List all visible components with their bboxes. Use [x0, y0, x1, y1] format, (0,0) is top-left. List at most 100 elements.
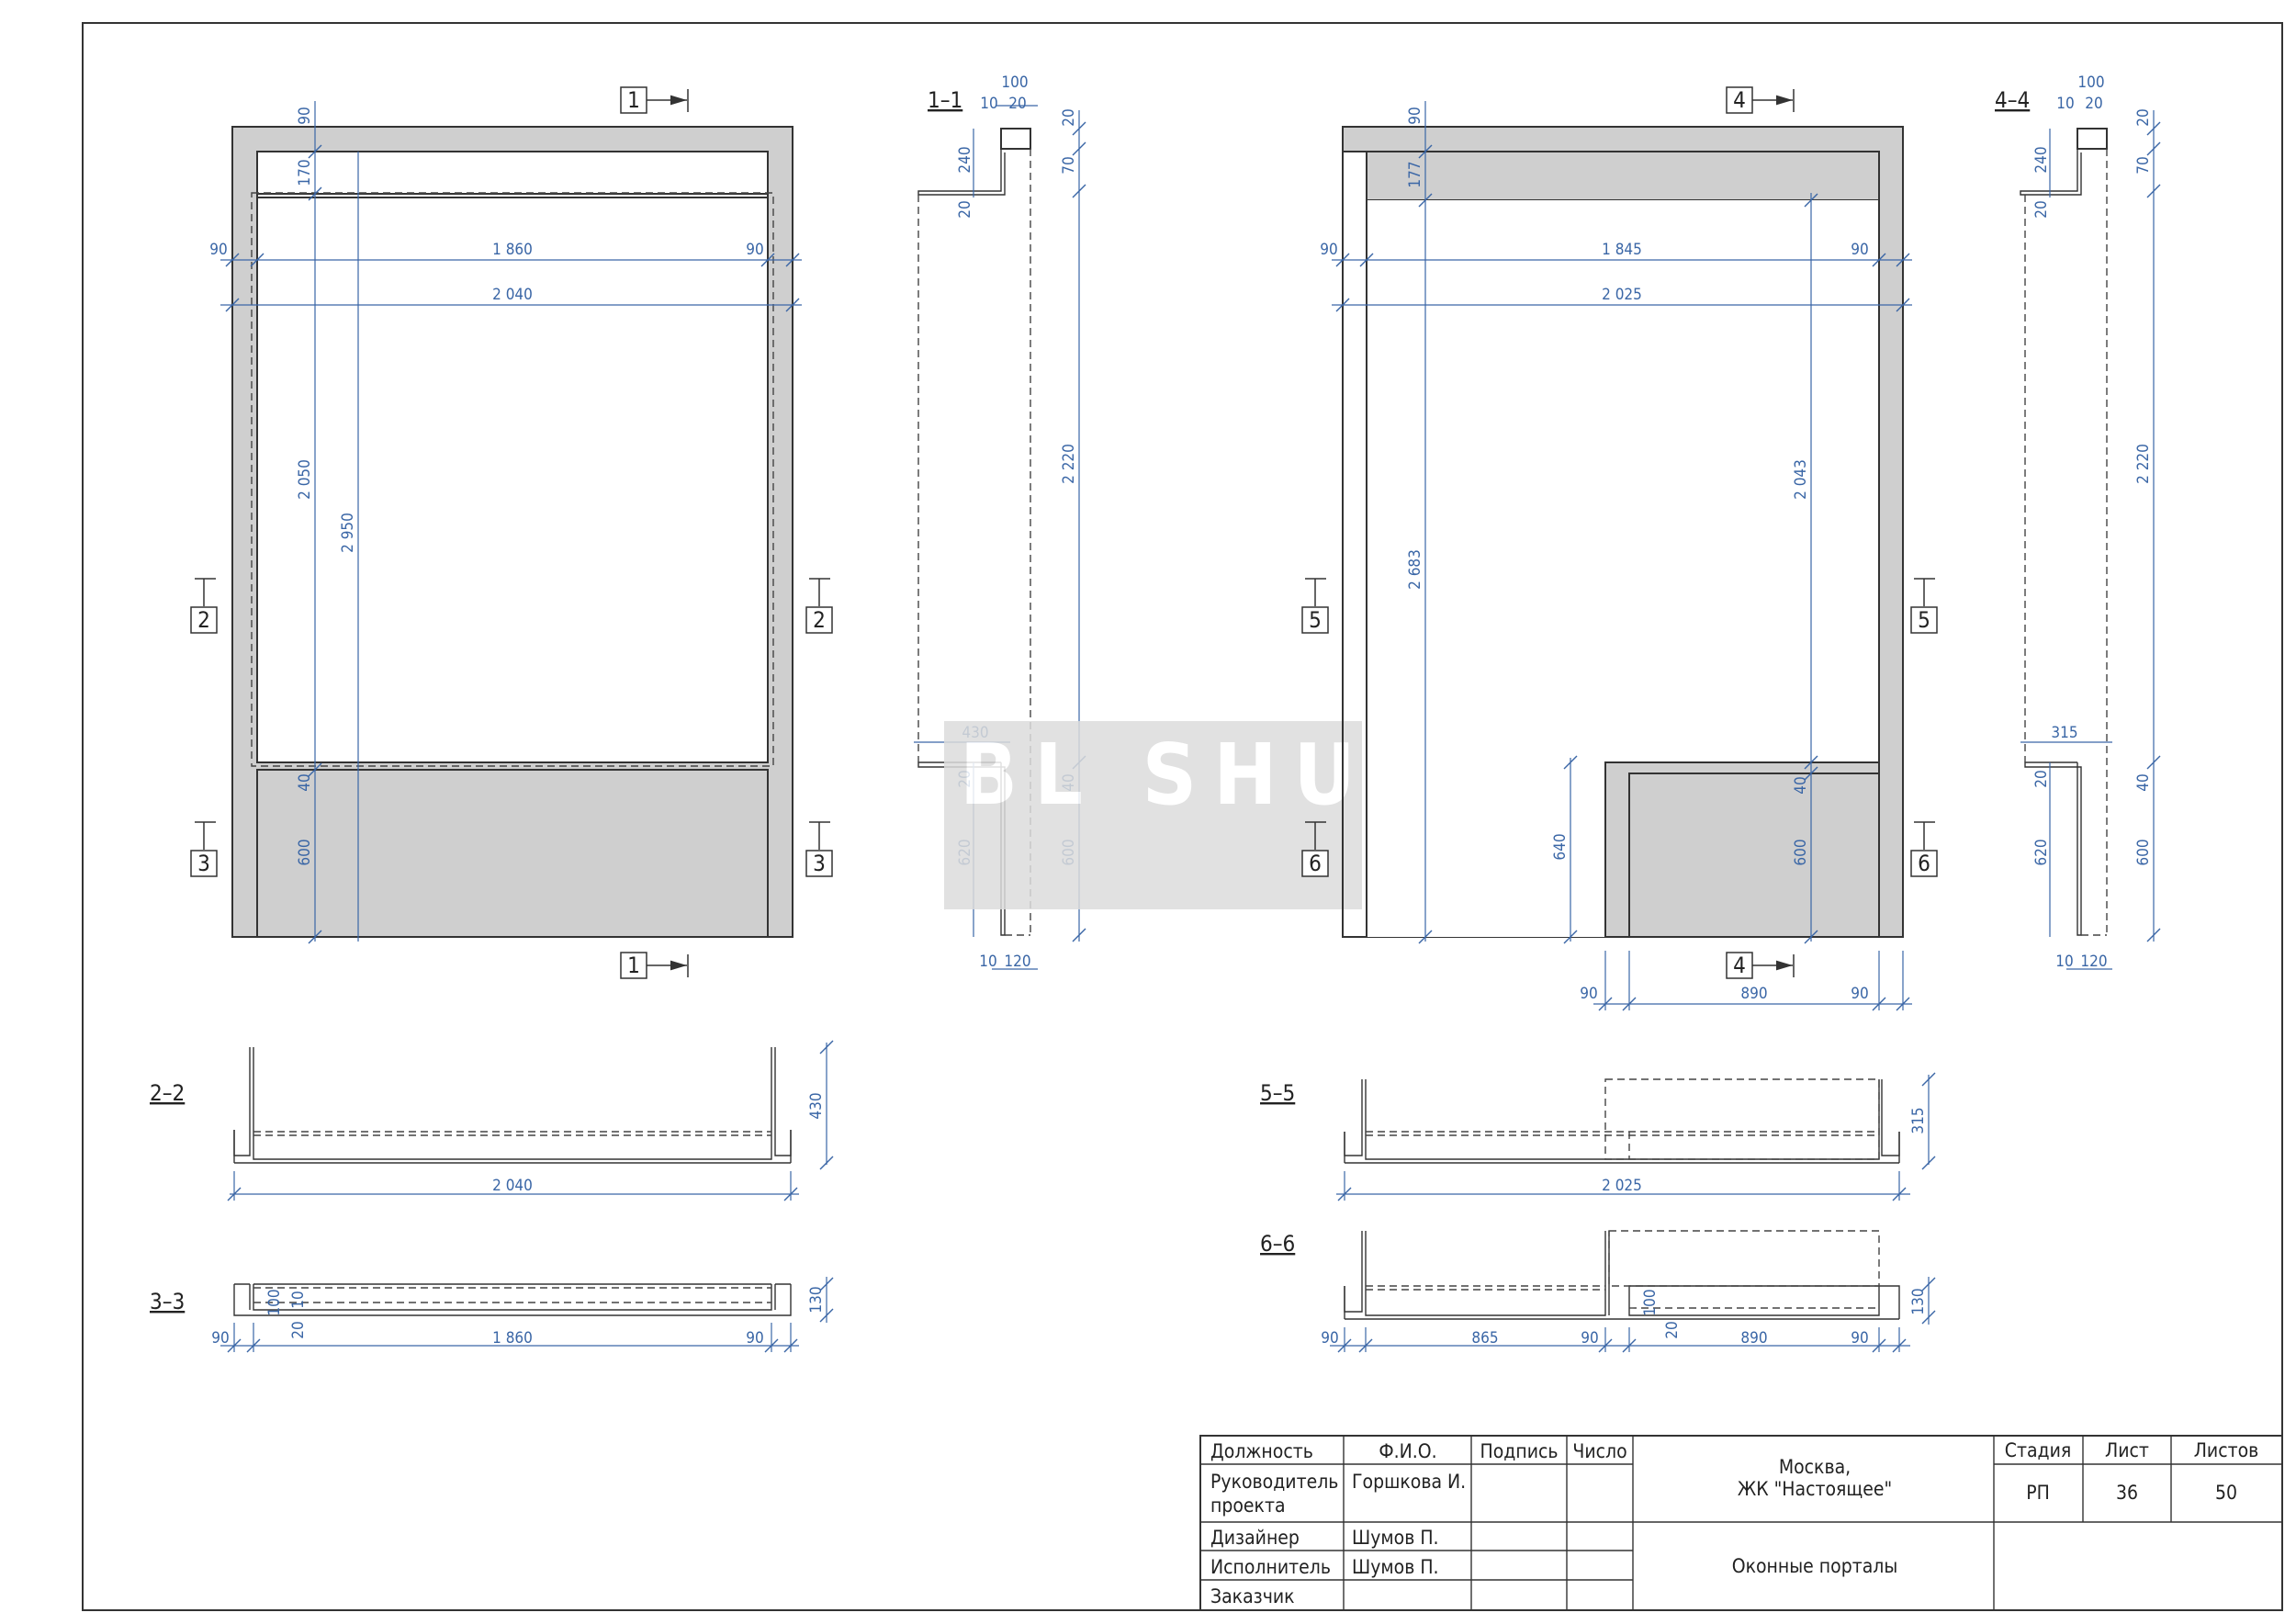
dim-1860: 1 860 — [492, 241, 533, 259]
tb-sheet-title: Оконные порталы — [1732, 1555, 1898, 1577]
tb-role: проекта — [1210, 1494, 1286, 1517]
dim-600: 600 — [296, 839, 314, 865]
dim-865: 865 — [1471, 1329, 1498, 1348]
dim-1845: 1 845 — [1602, 241, 1642, 259]
dim-2220: 2 220 — [1060, 444, 1078, 484]
dim-2043: 2 043 — [1792, 459, 1810, 500]
section-2-2: 2–2 2 040 430 — [150, 1040, 834, 1201]
watermark-text: BL SHU — [960, 726, 1372, 824]
section-mark-6: 6 — [1309, 851, 1322, 876]
tb-sheets-label: Листов — [2194, 1439, 2259, 1461]
tb-role: Исполнитель — [1210, 1556, 1331, 1578]
tb-project-city: Москва, — [1779, 1456, 1851, 1478]
dim-90: 90 — [209, 241, 227, 259]
section-mark-1: 1 — [627, 953, 640, 978]
section-3-3: 3–3 100 10 20 130 90 1 860 90 — [150, 1277, 834, 1353]
dim-120: 120 — [2080, 953, 2107, 971]
dim-2683: 2 683 — [1406, 549, 1424, 590]
section-mark-1: 1 — [627, 87, 640, 113]
portal-b-elevation: 90 177 90 1 845 90 2 025 2 043 2 683 40 … — [1320, 101, 1912, 1011]
tb-stage-label: Стадия — [2005, 1439, 2071, 1461]
section-mark-5: 5 — [1918, 607, 1930, 633]
section-marks-a: 1 1 2 2 3 3 — [190, 86, 833, 979]
dim-130: 130 — [807, 1286, 826, 1313]
tb-stage-value: РП — [2026, 1482, 2050, 1504]
dim-600: 600 — [1792, 839, 1810, 865]
tb-header-name: Ф.И.О. — [1379, 1440, 1436, 1462]
dim-890: 890 — [1740, 1329, 1767, 1348]
section-mark-4: 4 — [1733, 953, 1746, 978]
section-title-1-1: 1–1 — [928, 87, 962, 113]
section-title-5-5: 5–5 — [1260, 1080, 1295, 1106]
section-mark-2: 2 — [813, 607, 826, 633]
dim-640: 640 — [1551, 833, 1570, 860]
dim-20: 20 — [2134, 108, 2153, 126]
dim-10: 10 — [2055, 953, 2073, 971]
dim-315: 315 — [1909, 1107, 1928, 1133]
dim-70: 70 — [2134, 156, 2153, 174]
dim-20: 20 — [2085, 95, 2102, 113]
tb-person: Шумов П. — [1352, 1556, 1439, 1578]
dim-890: 890 — [1740, 985, 1767, 1003]
dim-120: 120 — [1004, 953, 1030, 971]
tb-header-position: Должность — [1210, 1440, 1313, 1462]
dim-40: 40 — [2134, 773, 2153, 791]
dim-2025: 2 025 — [1602, 286, 1642, 304]
dim-90: 90 — [1321, 1329, 1338, 1348]
dim-20: 20 — [956, 200, 974, 218]
dim-90: 90 — [746, 241, 763, 259]
tb-person: Горшкова И. — [1352, 1471, 1466, 1493]
dim-90: 90 — [1851, 1329, 1868, 1348]
section-title-3-3: 3–3 — [150, 1289, 185, 1314]
section-4-4: 4–4 100 10 20 20 240 70 20 2 220 315 20 … — [1995, 73, 2161, 971]
dim-90: 90 — [296, 107, 314, 124]
dim-10: 10 — [289, 1291, 308, 1308]
dim-90: 90 — [1851, 241, 1868, 259]
dim-20: 20 — [2032, 200, 2051, 218]
dim-10: 10 — [2056, 95, 2074, 113]
dim-20: 20 — [2032, 770, 2051, 787]
dim-90: 90 — [1580, 985, 1597, 1003]
section-marks-b: 4 4 5 5 6 6 — [1301, 86, 1938, 979]
portal-a-elevation: 90 170 90 1 860 90 2 040 2 050 2 950 40 … — [209, 101, 802, 944]
tb-project-name: ЖК "Настоящее" — [1738, 1478, 1892, 1500]
dim-100: 100 — [265, 1289, 284, 1315]
title-block: Должность Ф.И.О. Подпись Число Руководит… — [1199, 1435, 2283, 1611]
dim-600: 600 — [2134, 839, 2153, 865]
dim-90: 90 — [1581, 1329, 1598, 1348]
tb-header-signature: Подпись — [1480, 1440, 1559, 1462]
dim-10: 10 — [980, 95, 997, 113]
dim-100: 100 — [1641, 1289, 1660, 1315]
dim-90: 90 — [1851, 985, 1868, 1003]
dim-315: 315 — [2051, 724, 2077, 742]
section-mark-2: 2 — [197, 607, 210, 633]
dim-20: 20 — [1060, 108, 1078, 126]
dim-2040: 2 040 — [492, 286, 533, 304]
section-title-4-4: 4–4 — [1995, 87, 2030, 113]
dim-20: 20 — [1663, 1321, 1682, 1338]
section-mark-5: 5 — [1309, 607, 1322, 633]
dim-2050: 2 050 — [296, 459, 314, 500]
dim-2025: 2 025 — [1602, 1177, 1642, 1195]
watermark: BL SHU — [944, 721, 1372, 909]
tb-role: Заказчик — [1210, 1585, 1295, 1607]
section-title-6-6: 6–6 — [1260, 1231, 1295, 1257]
section-mark-6: 6 — [1918, 851, 1930, 876]
section-mark-4: 4 — [1733, 87, 1746, 113]
dim-90: 90 — [746, 1329, 763, 1348]
dim-2950: 2 950 — [339, 513, 357, 553]
section-6-6: 6–6 100 20 130 90 865 90 890 90 — [1260, 1230, 1936, 1353]
dim-177: 177 — [1406, 161, 1424, 187]
dim-90: 90 — [211, 1329, 229, 1348]
section-mark-3: 3 — [813, 851, 826, 876]
section-5-5: 5–5 2 025 315 — [1260, 1072, 1936, 1201]
tb-role: Руководитель — [1210, 1471, 1338, 1493]
tb-sheets-value: 50 — [2215, 1482, 2237, 1504]
dim-20: 20 — [1008, 95, 1026, 113]
dim-10: 10 — [979, 953, 996, 971]
dim-40: 40 — [1792, 776, 1810, 794]
tb-header-date: Число — [1572, 1440, 1626, 1462]
tb-person: Шумов П. — [1352, 1527, 1439, 1549]
dim-20: 20 — [289, 1321, 308, 1338]
